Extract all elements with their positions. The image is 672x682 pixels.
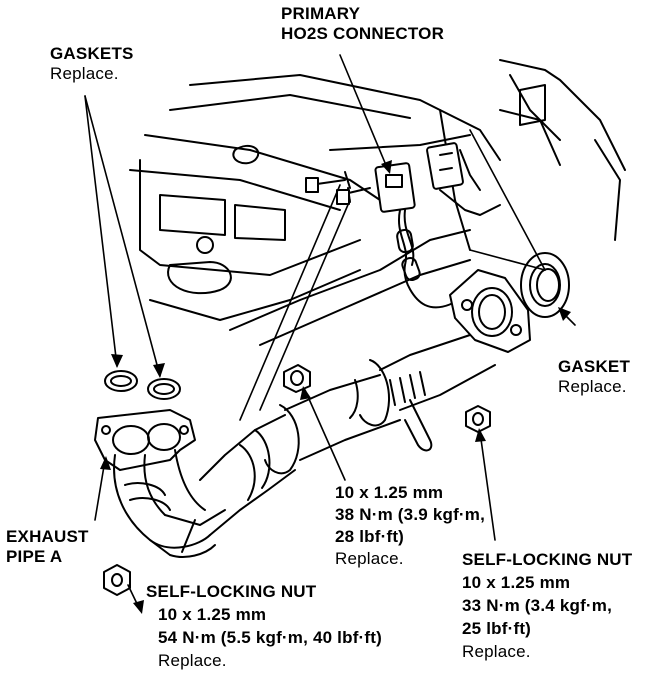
gaskets-title: GASKETS bbox=[50, 44, 134, 63]
self-locking-nut-right-size: 10 x 1.25 mm bbox=[462, 573, 571, 592]
nut-38nm-size: 10 x 1.25 mm bbox=[335, 483, 444, 502]
nut-38nm-torque2: 28 lbf·ft) bbox=[335, 527, 405, 546]
self-locking-nut-bottom-title: SELF-LOCKING NUT bbox=[146, 582, 317, 601]
self-locking-nut-bottom-label: SELF-LOCKING NUT 10 x 1.25 mm 54 N·m (5.… bbox=[146, 580, 382, 672]
self-locking-nut-bottom-torque: 54 N·m (5.5 kgf·m, 40 lbf·ft) bbox=[158, 628, 382, 647]
exhaust-pipe-a-line2: PIPE A bbox=[6, 547, 63, 566]
exhaust-pipe-body bbox=[199, 334, 496, 536]
nut-38nm-label: 10 x 1.25 mm 38 N·m (3.9 kgf·m, 28 lbf·f… bbox=[335, 482, 485, 570]
bolts bbox=[305, 171, 371, 205]
gasket-ring-right bbox=[520, 252, 570, 318]
primary-ho2s-line2: HO2S CONNECTOR bbox=[281, 24, 445, 43]
nut-38nm bbox=[283, 364, 311, 393]
nut-38nm-torque1: 38 N·m (3.9 kgf·m, bbox=[335, 505, 486, 524]
self-locking-nut-right-torque1: 33 N·m (3.4 kgf·m, bbox=[462, 596, 613, 615]
exhaust-pipe-a-label: EXHAUST PIPE A bbox=[6, 527, 89, 567]
arrowheads bbox=[100, 160, 571, 614]
nut-38nm-note: Replace. bbox=[335, 549, 404, 568]
gasket-title: GASKET bbox=[558, 357, 631, 376]
gaskets-note: Replace. bbox=[50, 64, 119, 83]
primary-ho2s-label: PRIMARY HO2S CONNECTOR bbox=[281, 4, 444, 44]
exhaust-pipe-a-line1: EXHAUST bbox=[6, 527, 89, 546]
leader-lines bbox=[84, 54, 576, 611]
engine-block bbox=[129, 59, 626, 346]
pipe-flange-upper bbox=[449, 269, 531, 353]
self-locking-nut-right-title: SELF-LOCKING NUT bbox=[462, 550, 633, 569]
self-locking-nut-right-label: SELF-LOCKING NUT 10 x 1.25 mm 33 N·m (3.… bbox=[462, 548, 632, 663]
gasket-note: Replace. bbox=[558, 377, 627, 396]
exhaust-pipe-a bbox=[94, 409, 226, 558]
ho2s-connector bbox=[374, 142, 501, 309]
primary-ho2s-line1: PRIMARY bbox=[281, 4, 361, 23]
gaskets-label: GASKETS Replace. bbox=[50, 44, 134, 84]
self-locking-nut-bottom bbox=[103, 564, 131, 596]
self-locking-nut-right-torque2: 25 lbf·ft) bbox=[462, 619, 532, 638]
self-locking-nut-bottom-note: Replace. bbox=[158, 651, 227, 670]
gaskets-small-pair bbox=[104, 370, 181, 400]
gasket-label: GASKET Replace. bbox=[558, 357, 630, 397]
self-locking-nut-right bbox=[465, 405, 491, 433]
self-locking-nut-right-note: Replace. bbox=[462, 642, 531, 661]
self-locking-nut-bottom-size: 10 x 1.25 mm bbox=[158, 605, 267, 624]
